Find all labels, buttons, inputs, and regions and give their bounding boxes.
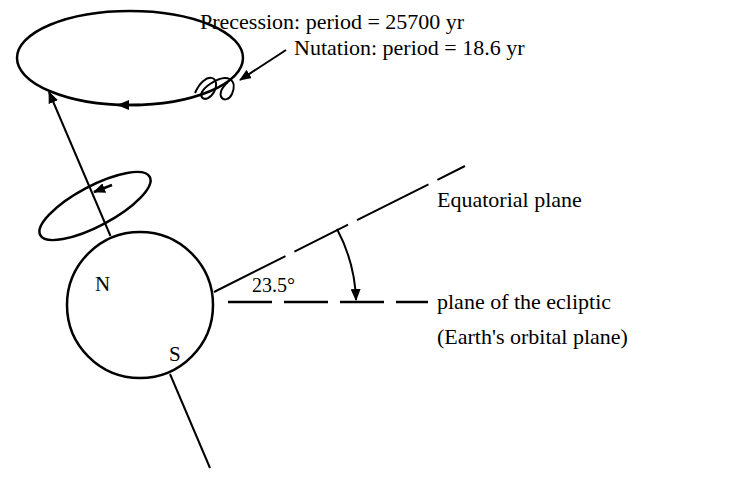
label-text: plane of the ecliptic (Earth's orbital p… [437, 284, 682, 354]
spin-arrow [94, 185, 112, 192]
angle-arc [337, 229, 356, 300]
leader-line [240, 50, 286, 80]
precession-arrow [118, 104, 140, 107]
earth-circle: NS [65, 230, 215, 380]
rotation-axis [49, 92, 111, 236]
label-text: Equatorial plane [437, 182, 582, 217]
label-text: Precession: period = 25700 yr [200, 4, 464, 39]
pole-label: S [169, 342, 181, 366]
nutation-loops [195, 78, 234, 100]
pole-label: N [95, 272, 110, 296]
ecliptic-line [228, 301, 428, 304]
circle-outline [65, 230, 215, 380]
label-text: 23.5° [252, 268, 295, 303]
equatorial-line [214, 166, 465, 292]
label-text: Nutation: period = 18.6 yr [294, 30, 525, 65]
rotation-axis [170, 374, 210, 468]
